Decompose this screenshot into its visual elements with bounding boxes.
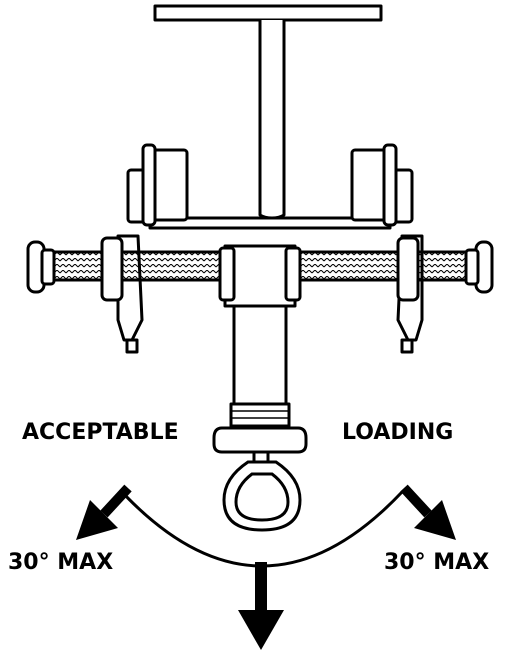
arrow-down-right-icon — [400, 484, 456, 540]
left-max-angle-label: 30° MAX — [8, 550, 114, 575]
left-side-plate — [116, 143, 189, 354]
adjust-knobs — [26, 236, 494, 302]
i-beam — [148, 4, 392, 230]
acceptable-label: ACCEPTABLE — [22, 420, 179, 445]
arrow-down-left-icon — [76, 484, 132, 540]
anchor-ring — [222, 460, 302, 532]
arrow-down-icon — [238, 562, 284, 650]
loading-label: LOADING — [342, 420, 454, 445]
right-max-angle-label: 30° MAX — [384, 550, 490, 575]
swivel-body — [212, 304, 308, 468]
center-block — [218, 244, 302, 308]
